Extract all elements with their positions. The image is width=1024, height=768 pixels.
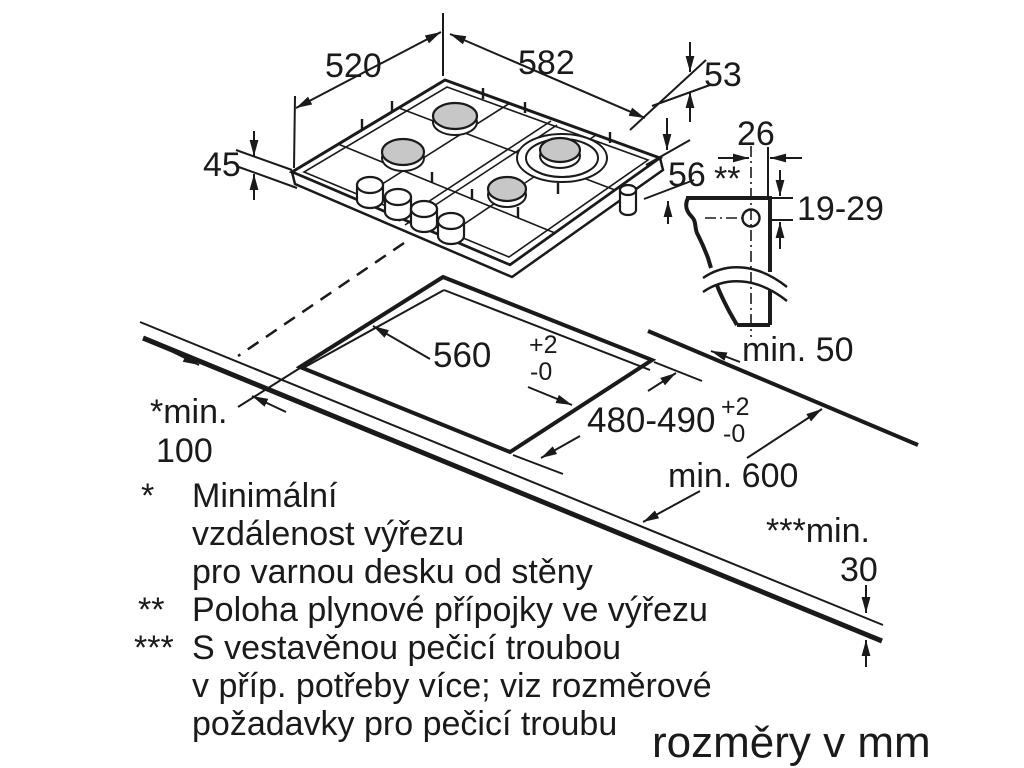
dim-582-line: [449, 33, 646, 119]
dim-min600-label: min. 600: [668, 457, 798, 495]
dim-53-label: 53: [704, 56, 742, 94]
dim-min100-label-1: *min.: [150, 393, 227, 431]
dim-480-arrow-right: [647, 372, 677, 392]
gas-note-marker: **: [714, 160, 740, 198]
control-knobs: [355, 175, 466, 246]
footnote-3-marker: ***: [134, 629, 174, 667]
worktop-rear-wall-edge: [647, 329, 919, 447]
cutout-outline: [295, 274, 657, 455]
burner-left-cap: [380, 137, 426, 167]
dim-520-label: 520: [325, 47, 382, 85]
footnote-1-line-2: vzdálenost výřezu: [192, 515, 464, 553]
dim-56-label: 56: [668, 156, 706, 194]
footnote-1-line-3: pro varnou desku od stěny: [192, 553, 593, 591]
hob-projection-dashed-line: [237, 241, 405, 358]
dim-560-tol-plus: +2: [529, 331, 558, 359]
units-note: rozměry v mm: [652, 718, 931, 767]
dim-min50-arrow: [710, 350, 741, 363]
footnote-2-line-1: Poloha plynové přípojky ve výřezu: [192, 591, 708, 629]
dim-560-arrow-right: [527, 386, 573, 406]
footnote-3-line-1: S vestavěnou pečicí troubou: [192, 629, 621, 667]
footnote-2-marker: **: [138, 591, 164, 629]
dim-560-arrow-left: [372, 325, 431, 360]
knob-4-top: [436, 211, 466, 231]
bracket-break-line-2: [702, 280, 788, 302]
ext-56-upper: [645, 139, 691, 166]
burner-back-cap: [431, 101, 479, 131]
dim-560-tol-minus: -0: [530, 358, 552, 386]
dim-480-arrow-left: [540, 435, 581, 459]
burners: [380, 101, 608, 208]
cutout-inner-edge-left: [302, 289, 445, 369]
dim-582-label: 582: [518, 44, 575, 82]
cutout-extension-left: [237, 367, 301, 408]
ext-left-corner-vertical: [293, 95, 296, 169]
dim-560-label: 560: [433, 336, 491, 375]
footnote-3-line-3: požadavky pro pečicí troubu: [192, 705, 617, 743]
knob-2-top: [383, 187, 413, 207]
footnote-3-line-2: v příp. potřeby více; viz rozměrové: [192, 667, 712, 705]
dim-min50-label: min. 50: [742, 331, 854, 369]
dim-min30-label-2: 30: [840, 551, 878, 589]
footnote-block: * Minimální vzdálenost výřezu pro varnou…: [134, 477, 712, 743]
bracket-left-edge-lower: [715, 284, 739, 326]
cutout-extension-front: [512, 454, 564, 475]
knob-3-top: [409, 199, 439, 219]
dimension-lines: [166, 31, 871, 667]
dim-min600-arrow-bottom: [642, 490, 701, 523]
hob-drawing: [288, 78, 665, 279]
burner-wok-cap: [538, 136, 582, 164]
bracket-break-gap: [703, 267, 787, 301]
dim-min100-arrow-left: [166, 348, 200, 366]
gas-connection-detail: [684, 146, 793, 337]
dim-min100-arrow-right: [251, 395, 287, 413]
dim-19-29-label: 19-29: [797, 190, 884, 228]
dim-min30-label-1: ***min.: [766, 512, 870, 550]
ext-45-lower: [235, 165, 298, 189]
gas-connector-stub: [618, 183, 638, 217]
dim-min100-label-2: 100: [156, 432, 213, 470]
cutout-extension-right: [653, 361, 703, 382]
worktop-front-inner-edge: [139, 321, 884, 626]
dimension-labels: 520 582 53 45 56 26 ** 19-29 min. 50 560…: [150, 44, 884, 589]
knob-1-top: [355, 175, 385, 195]
burner-front-cap: [486, 175, 528, 203]
footnote-1-marker: *: [141, 477, 154, 515]
dim-520-line: [295, 31, 442, 109]
ext-56-lower: [643, 179, 695, 200]
footnote-1-line-1: Minimální: [192, 477, 338, 515]
dim-480-tol-minus: -0: [723, 420, 745, 448]
dim-480-490-label: 480-490: [587, 401, 715, 440]
dim-480-tol-plus: +2: [721, 393, 750, 421]
cutout-inner-edge-right: [443, 289, 651, 371]
bracket-left-edge-upper: [684, 197, 713, 269]
dim-45-label: 45: [203, 146, 241, 184]
hob-top-surface: [288, 78, 664, 267]
hob-side-band: [290, 155, 665, 279]
bracket-break-line-1: [702, 266, 788, 288]
dim-26-label: 26: [737, 115, 775, 153]
ext-53-lower: [651, 84, 711, 107]
worktop-cutout: [237, 274, 703, 475]
ext-45-upper: [235, 149, 293, 171]
dim-min600-arrow-top: [746, 408, 823, 459]
